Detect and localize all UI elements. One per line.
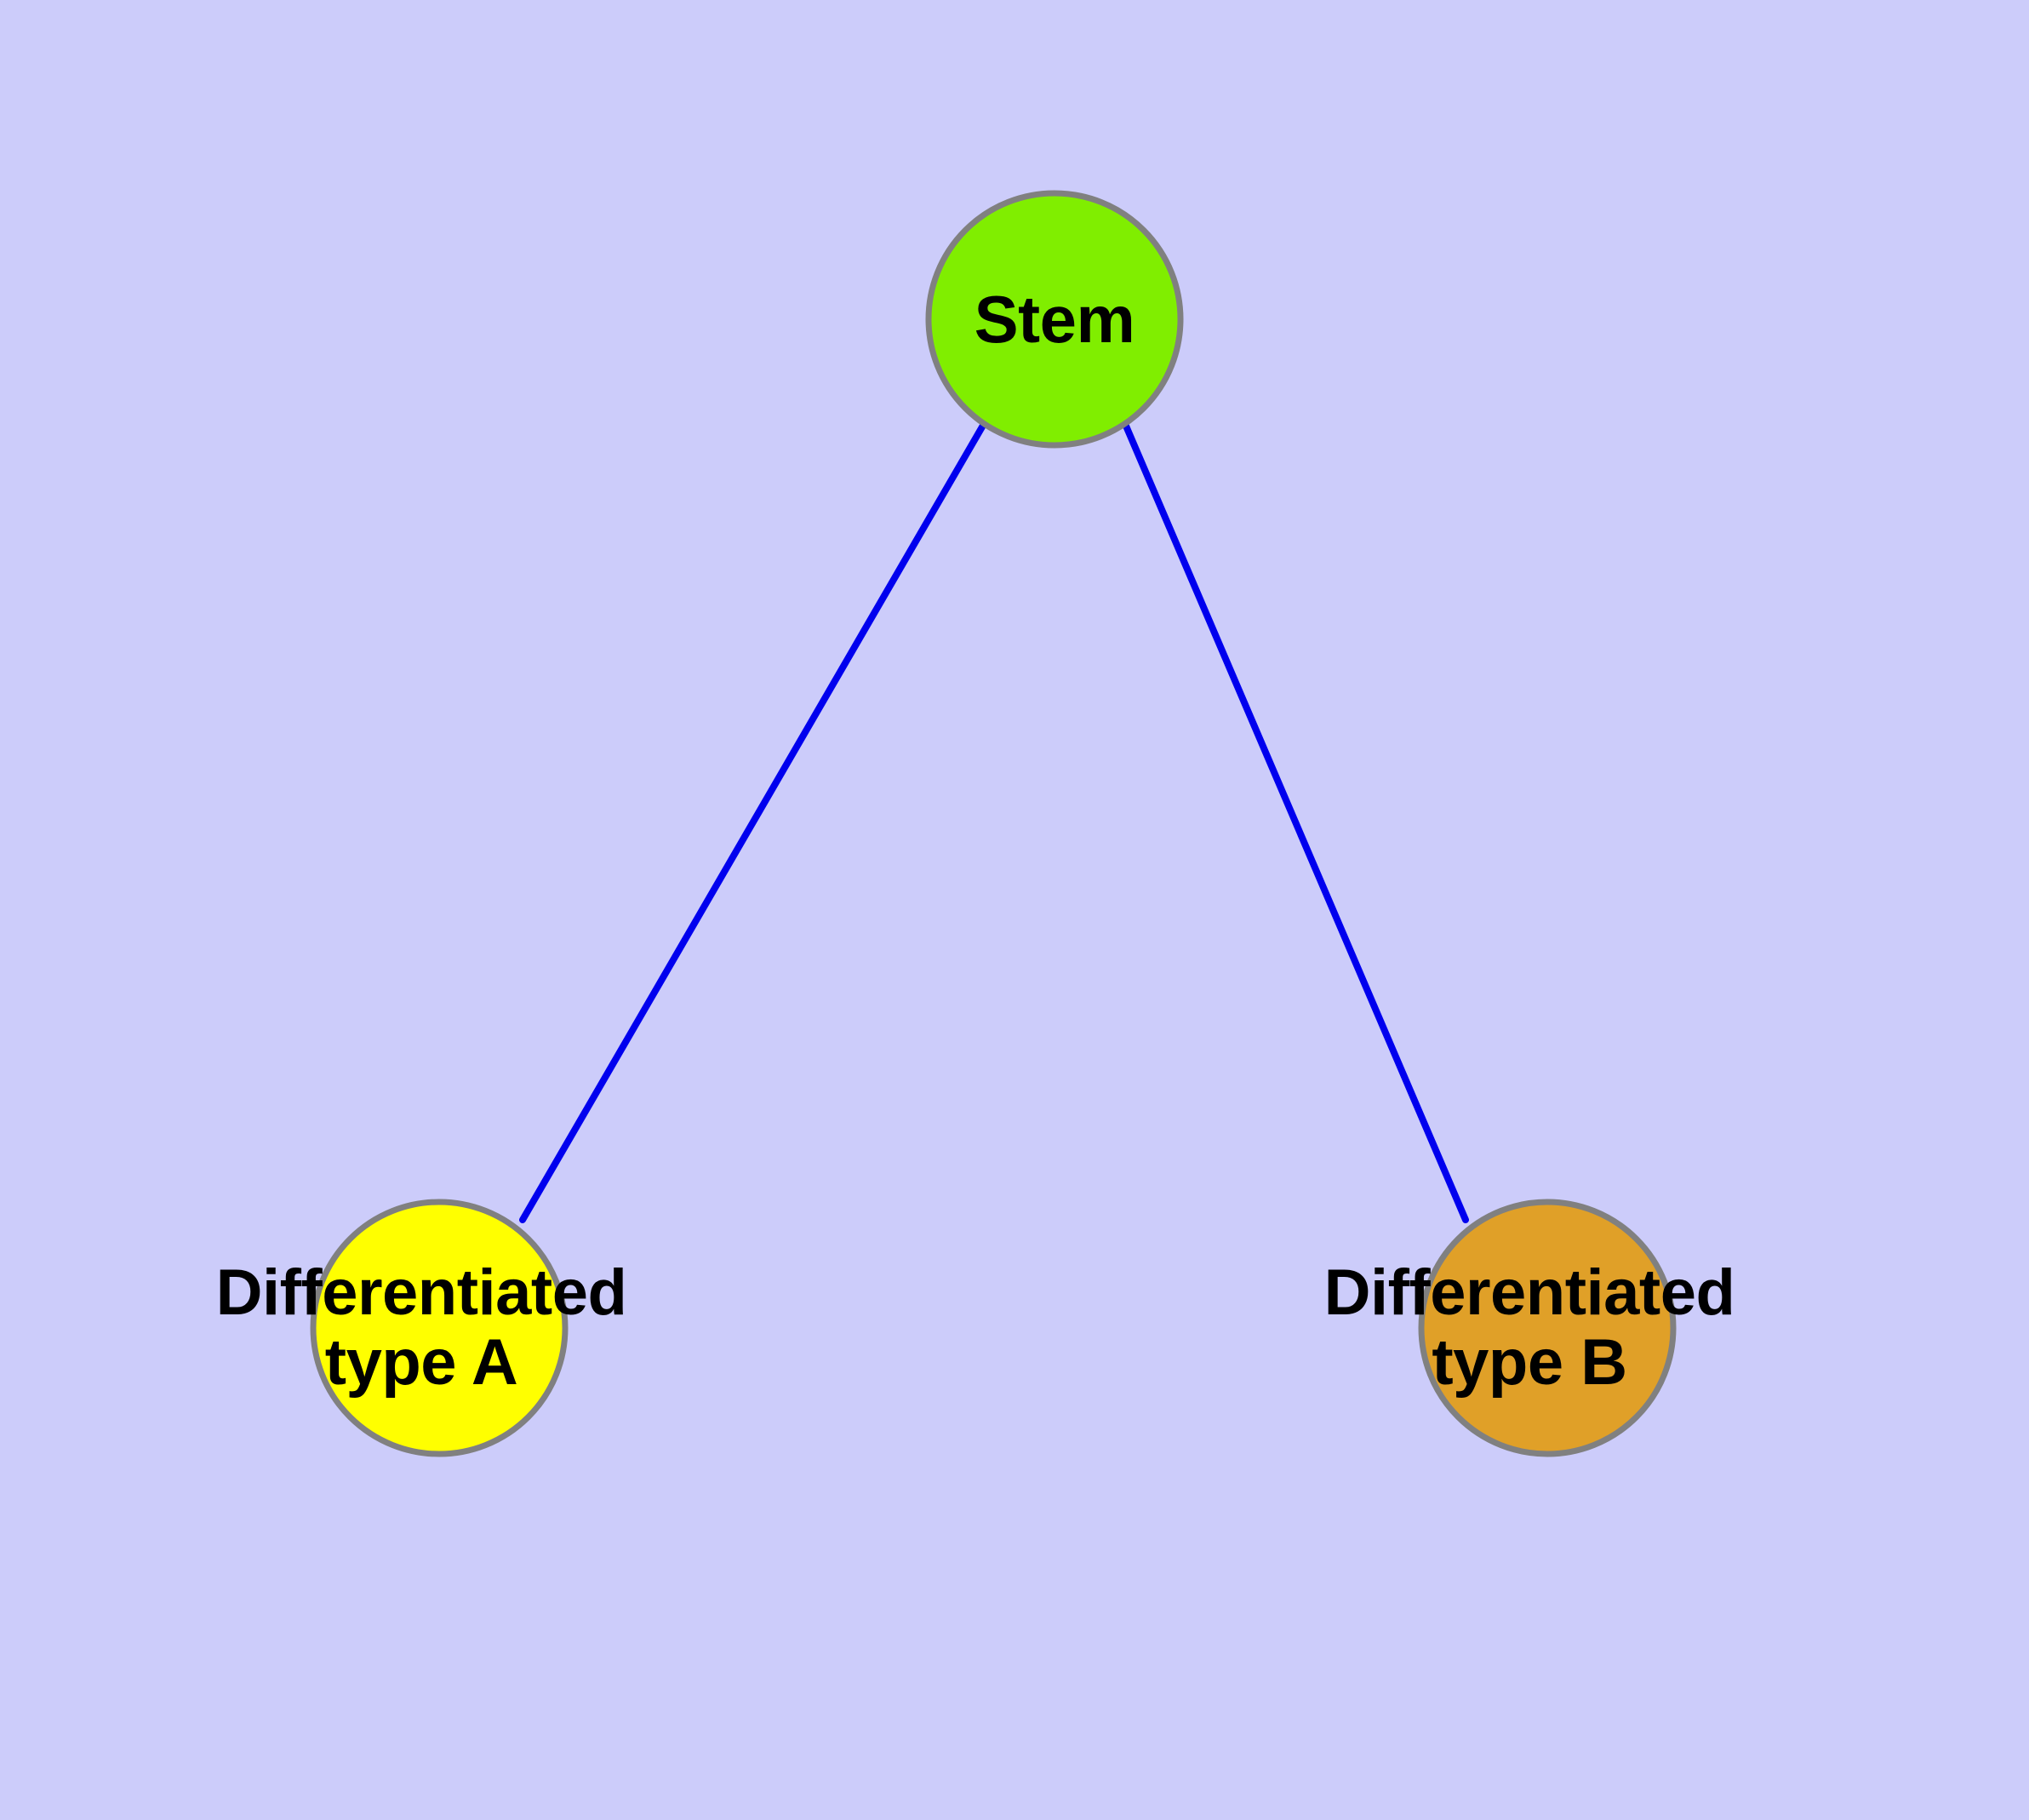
node-stem[interactable] [925,190,1184,449]
node-diff-type-b[interactable] [1418,1199,1677,1457]
node-group [310,190,1677,1457]
edge-stem-to-type-a[interactable] [519,421,987,1223]
node-diff-type-a[interactable] [310,1199,569,1457]
edge-group [519,421,1469,1223]
edge-stem-to-type-b[interactable] [1122,421,1469,1223]
